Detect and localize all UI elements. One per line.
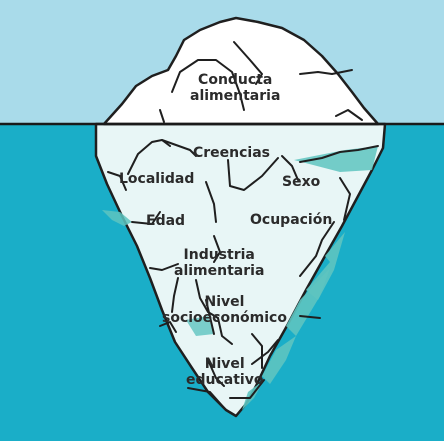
label-line: socioeconómico — [162, 310, 287, 326]
label-line: Nivel — [162, 294, 287, 310]
label-industria-alimentaria: Industria alimentaria — [174, 247, 264, 279]
label-nivel-socioeconomico: Nivel socioeconómico — [162, 294, 287, 326]
label-line: alimentaria — [190, 88, 280, 104]
label-localidad: Localidad — [119, 171, 194, 187]
label-sexo: Sexo — [282, 174, 320, 190]
label-creencias: Creencias — [193, 145, 270, 161]
label-line: Conducta — [190, 72, 280, 88]
label-conducta-alimentaria: Conducta alimentaria — [190, 72, 280, 104]
label-ocupacion: Ocupación — [250, 212, 332, 228]
label-edad: Edad — [146, 213, 185, 229]
label-line: educativo — [186, 372, 263, 388]
label-nivel-educativo: Nivel educativo — [186, 356, 263, 388]
label-line: Industria — [174, 247, 264, 263]
label-line: Nivel — [186, 356, 263, 372]
label-line: alimentaria — [174, 263, 264, 279]
